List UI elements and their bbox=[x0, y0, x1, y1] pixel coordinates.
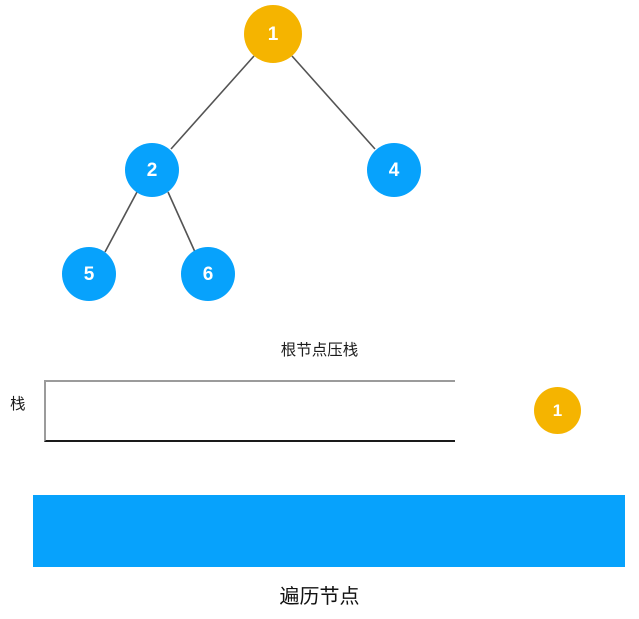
tree-node-label: 4 bbox=[388, 159, 400, 181]
tree-node-label: 2 bbox=[146, 159, 158, 181]
tree-edge-1-2 bbox=[170, 55, 255, 150]
stack-label: 栈 bbox=[10, 395, 26, 413]
tree-node-4[interactable]: 4 bbox=[367, 143, 421, 197]
tree-edges bbox=[104, 55, 376, 253]
binary-tree-graphic bbox=[104, 55, 376, 253]
tree-node-6[interactable]: 6 bbox=[181, 247, 235, 301]
tree-node-1[interactable]: 1 bbox=[244, 5, 302, 63]
tree-node-5[interactable]: 5 bbox=[62, 247, 116, 301]
tree-node-label: 1 bbox=[267, 23, 279, 45]
tree-edge-2-5 bbox=[104, 191, 138, 253]
tree-node-2[interactable]: 2 bbox=[125, 143, 179, 197]
tree-edge-2-6 bbox=[167, 191, 196, 253]
pending-stack-node[interactable]: 1 bbox=[534, 387, 581, 434]
stack-container[interactable] bbox=[44, 380, 455, 442]
push-root-caption: 根节点压栈 bbox=[280, 341, 359, 359]
traversal-progress-bar bbox=[33, 495, 625, 567]
tree-edge-1-4 bbox=[291, 55, 376, 150]
tree-node-label: 6 bbox=[202, 263, 214, 285]
tree-node-label: 5 bbox=[83, 263, 95, 285]
traverse-caption: 遍历节点 bbox=[279, 584, 360, 608]
